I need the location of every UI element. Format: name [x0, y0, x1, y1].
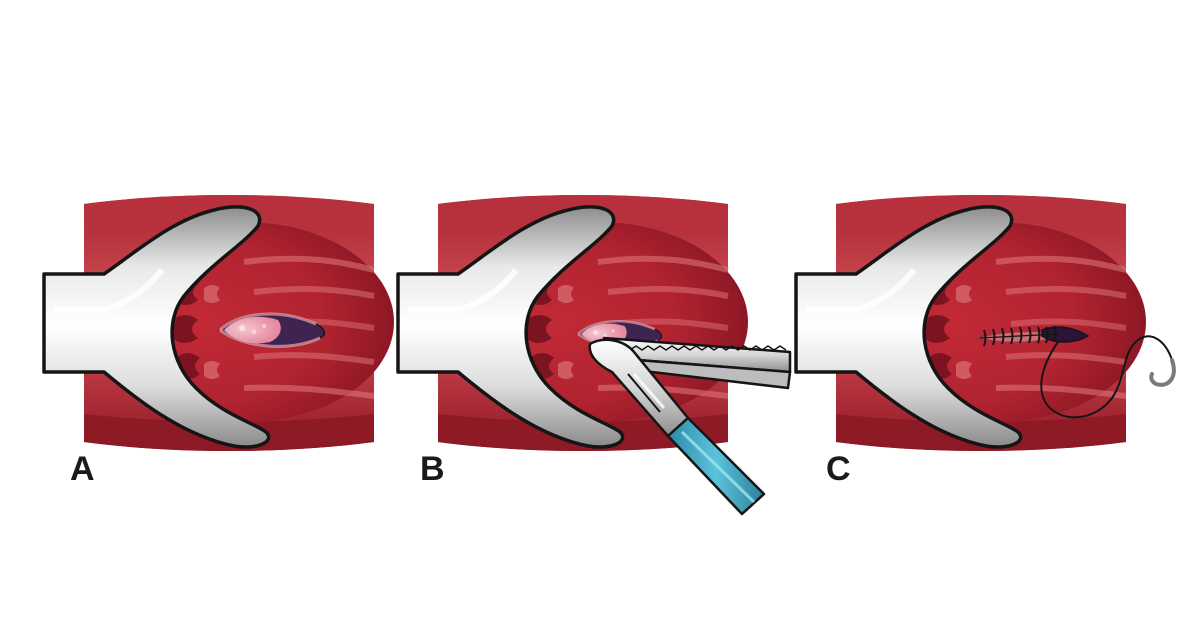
panel-c	[796, 195, 1176, 451]
forceps	[602, 336, 792, 390]
panel-label-a: A	[70, 450, 95, 488]
suture	[979, 325, 1173, 419]
panel-label-c: C	[826, 450, 851, 488]
panel-b	[398, 195, 792, 516]
panel-a	[44, 195, 394, 451]
scalpel	[588, 338, 766, 516]
needle	[1149, 358, 1176, 387]
panel-label-b: B	[420, 450, 445, 488]
